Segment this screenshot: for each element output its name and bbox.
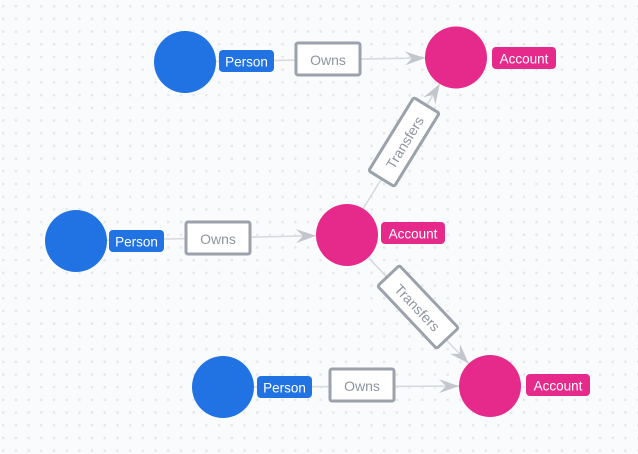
node-badge-text: Account [534,379,583,394]
node-label-badge[interactable]: Person [219,50,274,72]
edge-label-box[interactable] [328,367,396,403]
node-badge-text: Person [263,381,306,396]
edge-label-owns[interactable]: Owns [184,220,252,256]
edge-label-text: Owns [310,52,346,68]
edge-label-owns[interactable]: Owns [294,41,362,77]
node-badge-text: Person [225,55,268,70]
edge-owns-bottom: Owns [222,367,460,403]
node-person-middle: Person [45,210,164,272]
node-badge-box[interactable] [257,376,312,398]
account-node-circle[interactable] [425,26,487,89]
edge-label-owns[interactable]: Owns [328,367,396,403]
node-account-middle: Account [316,204,445,266]
edge-label-box[interactable] [184,220,252,256]
edge-label-box[interactable] [367,96,441,188]
node-badge-box[interactable] [381,222,445,244]
edge-label-text: Owns [344,378,380,394]
edge-label-text: Owns [200,231,236,247]
node-badge-text: Person [115,235,158,250]
account-node-circle[interactable] [459,355,521,417]
node-badge-box[interactable] [492,47,556,69]
node-label-badge[interactable]: Person [109,230,164,252]
node-badge-box[interactable] [219,50,274,72]
node-label-badge[interactable]: Person [257,376,312,398]
arrowhead-icon [295,229,316,244]
arrowhead-icon [423,83,440,105]
node-badge-text: Account [389,227,438,242]
node-account-top: Account [425,26,556,89]
edge-label-box[interactable] [294,41,362,77]
node-label-badge[interactable]: Account [492,47,556,69]
edge-label-box[interactable] [376,264,460,350]
arrowhead-icon [404,51,425,66]
node-badge-text: Account [500,52,549,67]
node-person-top: Person [154,31,274,93]
arrowhead-icon [449,344,469,364]
person-node-circle[interactable] [192,356,254,418]
node-account-bottom: Account [459,355,590,417]
account-node-circle[interactable] [316,204,378,266]
node-label-badge[interactable]: Account [381,222,445,244]
person-node-circle[interactable] [45,210,107,272]
node-badge-box[interactable] [526,374,590,396]
node-badge-box[interactable] [109,230,164,252]
person-node-circle[interactable] [154,31,216,93]
node-person-bottom: Person [192,356,312,418]
node-label-badge[interactable]: Account [526,374,590,396]
arrowhead-icon [438,379,459,394]
